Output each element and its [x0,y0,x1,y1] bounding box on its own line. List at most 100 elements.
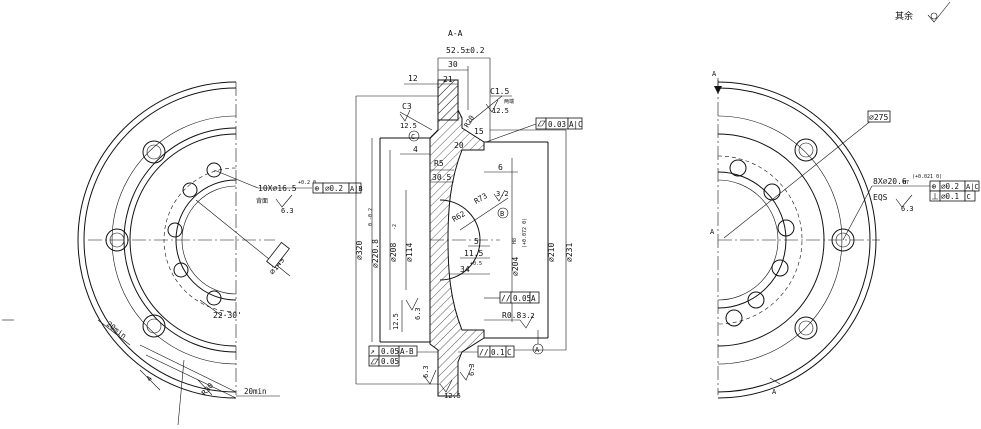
d210: ⌀210 [547,243,556,262]
d204-fit: H8 [512,238,518,244]
d320: ⌀320 [355,241,364,260]
width-20-label: 20min [105,319,128,340]
d275: ⌀275 [869,113,888,122]
flatness-symbol-icon [537,120,546,127]
roughness-symbol-icon [493,189,506,202]
other-surfaces-note: 其余 [895,10,913,22]
dim-4: 4 [413,145,418,154]
hole-leader [213,169,259,189]
section-mark-bottom: A [772,388,777,396]
hole-callout: 10X⌀16.5 [258,184,297,193]
inner-hole [747,291,765,309]
eqs: EQS [873,193,888,202]
datum-c: C [411,133,415,141]
d231: ⌀231 [565,243,574,262]
roughness-circle-icon [930,12,938,20]
d208-tol: -2 [392,224,398,230]
chamfer-c3: C3 [402,102,412,111]
d220-8: ⌀220.8 [371,239,380,268]
right-view: A A A ⌀275 8X⌀20.6 H7 (+0.021 0) EQS 6.3… [710,70,980,399]
parallel2-tol: 0.1 [491,348,505,357]
dim-30-5: 30.5 [432,173,451,182]
left-inner-arc-2 [129,133,237,347]
dim-34-tol: +0.5 [470,261,482,267]
radius-leader [459,197,509,231]
section-view: A-A 52.5±0.2 30 21 12 C1.5 两端 12.5 C3 [355,29,583,400]
r62: R62 [451,209,467,224]
hole-callout: 8X⌀20.6 [873,177,907,186]
inner-hole [173,262,189,278]
parallel2-symbol-icon: // [479,348,489,357]
position-symbol-icon: ⊕ [315,184,320,193]
section-title: A-A [448,29,463,38]
dim-34: 34 [460,265,470,274]
flatness2-tol-box [378,355,400,367]
bolt-hole [794,138,818,162]
right-pcd-arc [717,115,843,365]
depth-label: 4 [144,374,154,383]
position-datums: A|C [966,183,979,191]
bolt-hole [105,228,129,252]
bolt-hole-inner [146,318,162,334]
bolt-hole-inner [109,232,125,248]
roughness-symbol-icon [423,369,437,385]
parallel-datum: A [531,294,536,303]
roughness-symbol-icon [895,194,913,208]
right-hole-pcd [717,155,803,325]
dim-20-line [97,319,131,346]
datum-b-circle [497,207,509,219]
hole-roughness: 6.3 [281,207,294,215]
rough-6-3-a: 6.3 [414,307,422,320]
dim-21: 21 [443,75,453,84]
hole-datums: A|B [350,185,363,193]
rough-12-5-a: 12.5 [492,107,509,115]
angle-leader [199,299,223,317]
dim-11-5: 11.5 [464,249,483,258]
parallel-datum-box [529,291,540,304]
left-bore-arc-2 [181,185,237,295]
roughness-symbol-icon [927,1,951,23]
left-hole-pcd [163,167,237,313]
inner-hole [206,290,222,306]
slot-line [139,344,237,393]
bolt-hole-inner [146,144,162,160]
runout-datums: A-B [400,347,414,356]
position-symbol-icon: ⊕ [932,182,937,191]
right-outer-arc-2 [717,87,871,393]
roughness-symbol-icon [405,297,419,311]
hole-note: 背面 [256,197,268,205]
chamfer-c1-5: C1.5 [490,87,509,96]
dim-15: 15 [474,127,484,136]
left-outer-arc-2 [83,87,237,393]
rough-12-5-c: 12.5 [392,313,400,330]
inner-hole [725,309,743,327]
rough-3-2-a: 3.2 [496,190,509,198]
hole-tol: +0.2 0 [298,180,316,186]
flatness-datums: A|C [569,120,583,129]
hole-datums-box [348,182,362,194]
hole-tol: (+0.021 0) [912,174,942,180]
roughness-symbol-icon [399,109,411,122]
parallel-symbol-icon: // [501,294,511,303]
rough-12-5-b: 12.5 [400,122,417,130]
hole-roughness: 6.3 [901,205,914,213]
inner-hole [182,182,198,198]
runout-datums-box [398,345,418,357]
dim-30: 30 [448,60,458,69]
d114: ⌀114 [405,243,414,262]
dim-6: 6 [498,163,503,172]
inner-hole [729,159,747,177]
perp-datum: C [967,193,971,201]
bolt-hole-inner [798,320,814,336]
radius-leader [197,379,213,396]
left-view: 10X⌀16.5 +0.2 0 ⊕ ⌀0.2 A|B 背面 6.3 ⌀149 2… [2,81,363,426]
spherical-seat [439,199,481,281]
slot-line [145,354,237,399]
chamfer-note: 两端 [504,98,514,105]
hole-leader [842,185,873,241]
rough-12-5-d: 12.5 [444,392,461,400]
bolt-hole [142,314,166,338]
bolt-hole [142,140,166,164]
flatness-symbol-icon [370,358,379,365]
